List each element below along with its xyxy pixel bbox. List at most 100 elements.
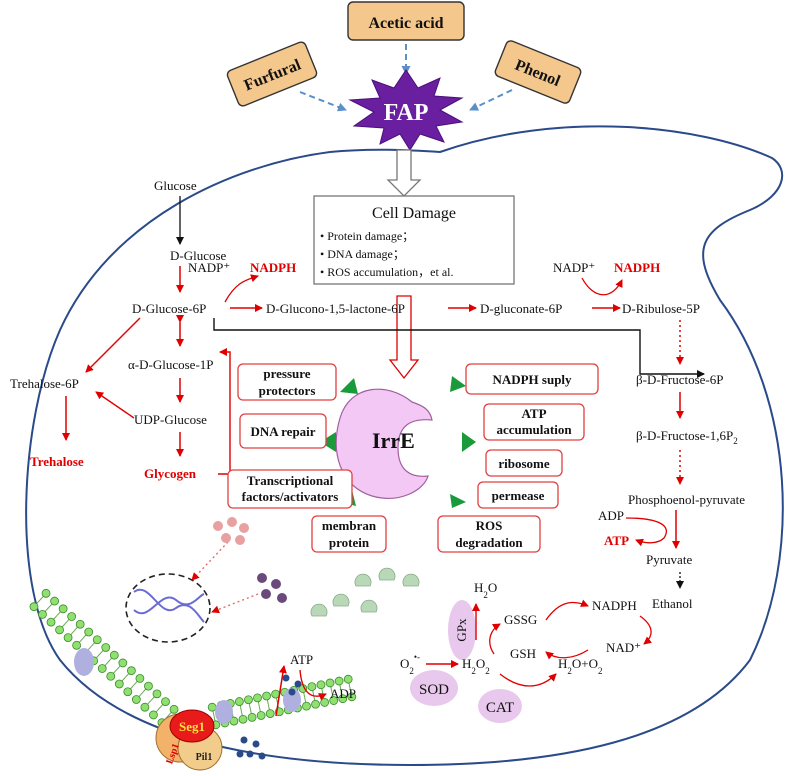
lipid-head [320,698,330,707]
nadp-label-2: NADP⁺ [553,260,595,275]
ros-nad-label: NAD⁺ [606,640,641,655]
lipid-head [329,696,339,705]
sod-label: SOD [419,682,449,698]
lipid-tail [61,622,66,628]
lipid-head [97,664,107,673]
ros-degradation-line2: degradation [455,535,523,550]
lipid-head [58,604,68,614]
h2o-label: H2O [474,580,497,600]
dna-repair-box: DNA repair [239,413,327,449]
glucose-label: Glucose [154,178,197,193]
purple-to-dna-arrow [211,593,259,614]
lipid-head [325,678,335,688]
gpx-enzyme [448,600,476,660]
nadp-label-1: NADP⁺ [188,260,230,275]
h2o2-sub1: 2 [471,666,476,676]
lipid-tail [65,619,70,624]
wo-sub1: 2 [567,666,572,676]
atp-up-arrow [275,665,287,717]
lipid-tail [53,615,58,620]
lipid-head [338,694,348,704]
pep-label: Phosphoenol-pyruvate [628,492,745,507]
lipid-tail [48,603,53,609]
purple-particles [257,573,287,603]
green-arrow-up-left [340,378,358,394]
lipid-tail [267,704,270,710]
gpx-label: GPx [454,618,469,642]
lipid-tail [130,684,135,690]
lipid-head [38,610,47,619]
lipid-tail [107,657,112,663]
udpg-to-tre6p-arrow [95,391,135,419]
particles-to-dna-arrow [191,541,229,581]
lipid-tail [339,684,342,690]
transcriptional-factors-box: Transcriptional factors/activators [227,469,353,509]
h2o2-o: O [476,656,485,671]
lipid-tail [142,688,147,694]
lipid-head [144,681,153,691]
lipid-tail [249,708,252,714]
nadph-suply-box: NADPH suply [465,363,599,395]
ethanol-label: Ethanol [652,596,693,611]
o2-sub: 2 [409,666,414,676]
irre-label: IrrE [372,428,415,453]
lipid-head [253,693,262,703]
h2o-h: H [474,580,483,595]
lipid-tail [73,626,78,632]
lipid-head [244,695,253,705]
lipid-head [149,710,158,720]
lipid-head [343,674,353,684]
nadph-curve-1 [224,274,259,303]
atp-accumulation-line1: ATP [521,406,546,421]
damage-item-1: • Protein damage； [320,229,414,243]
irre-shape [335,388,433,499]
gsh-label: GSH [510,646,536,661]
nadph-suply-label: NADPH suply [492,372,572,387]
lipid-head [101,643,111,652]
lipid-bilayer-left [29,588,179,728]
seg1-protein [169,709,215,743]
pyruvate-label: Pyruvate [646,552,692,567]
gluconate-label: D-gluconate-6P [480,301,562,316]
lipid-tail [39,595,44,601]
furfural-arrow [299,91,347,112]
lipid-tail [36,599,41,605]
nadph-label-2: NADPH [614,260,660,275]
lipid-tail [239,705,242,711]
lipid-tail [348,683,351,689]
lipid-head [135,673,145,683]
trehalose-label: Trehalose [30,454,84,469]
g6p-label: D-Glucose-6P [132,301,206,316]
lipid-head [316,680,326,690]
lipid-head [334,676,344,686]
atp-accumulation-line2: accumulation [496,422,572,437]
lipid-tail [150,696,155,701]
lipid-head [50,596,59,606]
glycogen-label: Glycogen [144,466,197,481]
lipid-tail [331,691,334,697]
green-arrow-right [462,432,476,452]
lipid-head [347,692,357,702]
pil1-label: Pil1 [196,752,213,763]
h2o2-label: H2O2 [462,656,490,676]
nad-gsh-cycle [545,649,589,660]
membrane-channel-3 [283,688,301,712]
lipid-head [63,633,73,643]
wo-h: H [558,656,567,671]
fap-to-damage-arrow [386,149,422,197]
lipid-tail [90,642,95,647]
lipid-head [55,625,64,635]
ros-nadph-label: NADPH [592,598,637,613]
green-arrow-down-right [450,494,466,508]
lipid-head [67,612,77,621]
pressure-protectors-line1: pressure [263,366,310,381]
lipid-tail [78,638,84,643]
dna-region [125,573,211,643]
lipid-tail [82,634,87,640]
o2-sup: •- [414,652,420,662]
lipid-tail [258,706,261,712]
superoxide-label: O2•- [400,652,420,676]
f16p-subscript: 2 [733,436,738,446]
lipid-head [311,699,320,709]
